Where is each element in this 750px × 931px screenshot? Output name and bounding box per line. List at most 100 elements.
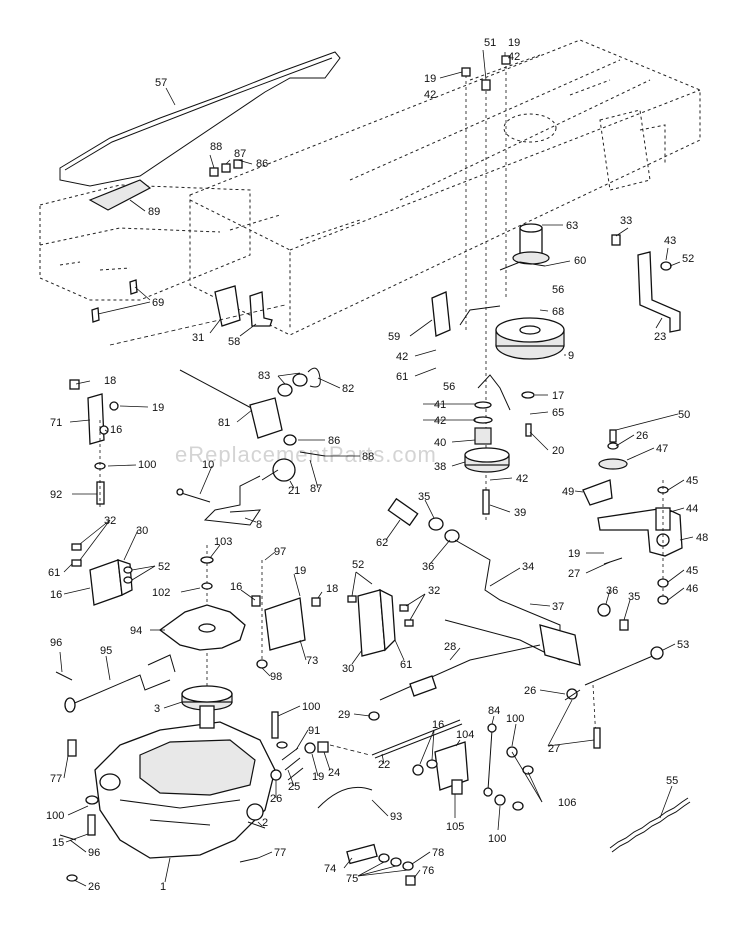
- callout: 3: [154, 703, 160, 715]
- callout: 42: [396, 351, 408, 363]
- callout: 61: [396, 371, 408, 383]
- callout: 46: [686, 583, 698, 595]
- bypass-rod: [55, 654, 176, 713]
- callout: 18: [104, 375, 116, 387]
- callout: 74: [324, 863, 336, 875]
- callout: 82: [342, 383, 354, 395]
- transaxle: [59, 705, 276, 882]
- callout: 37: [552, 601, 564, 613]
- callout: 53: [677, 639, 689, 651]
- callout: 45: [686, 565, 698, 577]
- callout: 68: [552, 306, 564, 318]
- callout: 19: [312, 771, 324, 783]
- callout: 89: [148, 206, 160, 218]
- callout: 62: [376, 537, 388, 549]
- callout: 10: [202, 459, 214, 471]
- callout: 84: [488, 705, 500, 717]
- callout: 106: [558, 797, 576, 809]
- lift-linkage: [109, 304, 326, 526]
- callout: 17: [552, 390, 564, 402]
- callout: 61: [48, 567, 60, 579]
- callout: 65: [552, 407, 564, 419]
- callout: 26: [270, 793, 282, 805]
- callout: 83: [258, 370, 270, 382]
- callout: 75: [346, 873, 358, 885]
- callout: 28: [444, 641, 456, 653]
- callout: 93: [390, 811, 402, 823]
- callout: 18: [326, 583, 338, 595]
- callout: 87: [234, 148, 246, 160]
- callout: 45: [686, 475, 698, 487]
- callout: 9: [568, 350, 574, 362]
- callout: 24: [328, 767, 340, 779]
- callout: 103: [214, 536, 232, 548]
- callout: 73: [306, 655, 318, 667]
- callout: 100: [506, 713, 524, 725]
- callout: 30: [342, 663, 354, 675]
- callout: 42: [508, 51, 520, 63]
- callout: 100: [138, 459, 156, 471]
- callout: 22: [378, 759, 390, 771]
- spring-55: [609, 797, 691, 853]
- callout: 56: [552, 284, 564, 296]
- callout: 42: [424, 89, 436, 101]
- callout: 88: [210, 141, 222, 153]
- callout: 50: [678, 409, 690, 421]
- callout: 16: [230, 581, 242, 593]
- callout: 38: [434, 461, 446, 473]
- transaxle-linkage: [247, 711, 371, 829]
- callout: 58: [228, 336, 240, 348]
- callout: 86: [328, 435, 340, 447]
- callout: 81: [218, 417, 230, 429]
- callout: 27: [548, 743, 560, 755]
- callout: 52: [158, 561, 170, 573]
- callout: 32: [428, 585, 440, 597]
- callout: 26: [524, 685, 536, 697]
- callout: 20: [552, 445, 564, 457]
- bracket-73: [251, 560, 321, 669]
- callout: 102: [152, 587, 170, 599]
- callout: 16: [110, 424, 122, 436]
- callout: 78: [432, 847, 444, 859]
- callout: 60: [574, 255, 586, 267]
- tractor-frame: [39, 39, 701, 336]
- callout: 69: [152, 297, 164, 309]
- callout: 56: [443, 381, 455, 393]
- callout: 26: [636, 430, 648, 442]
- callout: 41: [434, 399, 446, 411]
- callout: 16: [432, 719, 444, 731]
- callout: 94: [130, 625, 142, 637]
- callout: 88: [362, 451, 374, 463]
- callout-labels: 57 89 88 87 86 69 51 19 42 19 42 63 60 5…: [46, 37, 708, 893]
- callout: 8: [256, 519, 262, 531]
- clutch-assembly: [431, 55, 565, 520]
- callout: 100: [46, 810, 64, 822]
- belt-guide: [88, 179, 152, 211]
- callout: 100: [302, 701, 320, 713]
- bracket-30-left: [71, 543, 133, 606]
- callout: 16: [50, 589, 62, 601]
- callout: 23: [654, 331, 666, 343]
- callout: 39: [514, 507, 526, 519]
- callout: 92: [50, 489, 62, 501]
- callout: 35: [418, 491, 430, 503]
- callout: 55: [666, 775, 678, 787]
- callout: 57: [155, 77, 167, 89]
- callout: 47: [656, 443, 668, 455]
- brackets-31-58: [214, 285, 273, 327]
- callout: 21: [288, 485, 300, 497]
- bracket-71: [69, 379, 119, 508]
- bottom-hardware: [239, 843, 416, 886]
- hose-93: [317, 786, 373, 809]
- callout: 98: [270, 671, 282, 683]
- callout: 49: [562, 486, 574, 498]
- callout: 59: [388, 331, 400, 343]
- callout: 36: [606, 585, 618, 597]
- callout: 26: [88, 881, 100, 893]
- callout: 77: [50, 773, 62, 785]
- callout: 32: [104, 515, 116, 527]
- callout: 34: [522, 561, 534, 573]
- callout: 105: [446, 821, 464, 833]
- callout: 51: [484, 37, 496, 49]
- callout: 19: [568, 548, 580, 560]
